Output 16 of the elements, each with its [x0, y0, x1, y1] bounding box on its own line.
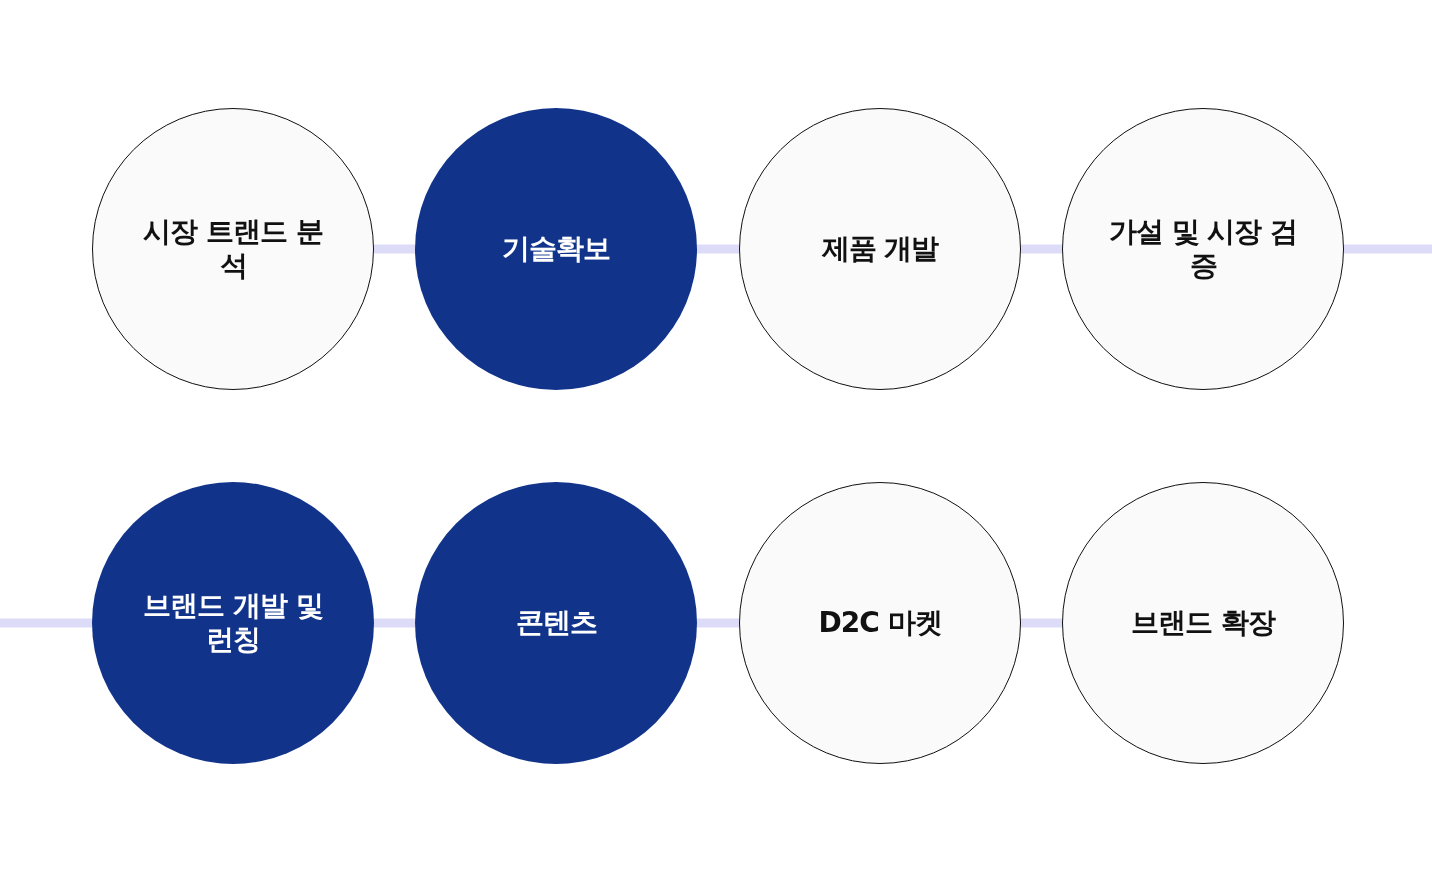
step-label: 시장 트랜드 분석 — [142, 215, 324, 283]
connector-line — [374, 244, 415, 254]
connector-line — [1021, 244, 1062, 254]
step-label: 기술확보 — [501, 232, 611, 266]
connector-line — [0, 618, 92, 628]
step-label: 제품 개발 — [820, 232, 940, 266]
step-label: 가설 및 시장 검증 — [1108, 215, 1298, 283]
step-label: 콘텐츠 — [514, 606, 598, 640]
step-label: 브랜드 확장 — [1130, 606, 1277, 640]
connector-line — [697, 618, 739, 628]
connector-line — [374, 618, 415, 628]
connector-line — [1021, 618, 1062, 628]
step-label: D2C 마켓 — [817, 606, 943, 640]
connector-line — [1344, 244, 1432, 254]
step-label: 브랜드 개발 및 런칭 — [142, 589, 324, 657]
connector-line — [697, 244, 739, 254]
